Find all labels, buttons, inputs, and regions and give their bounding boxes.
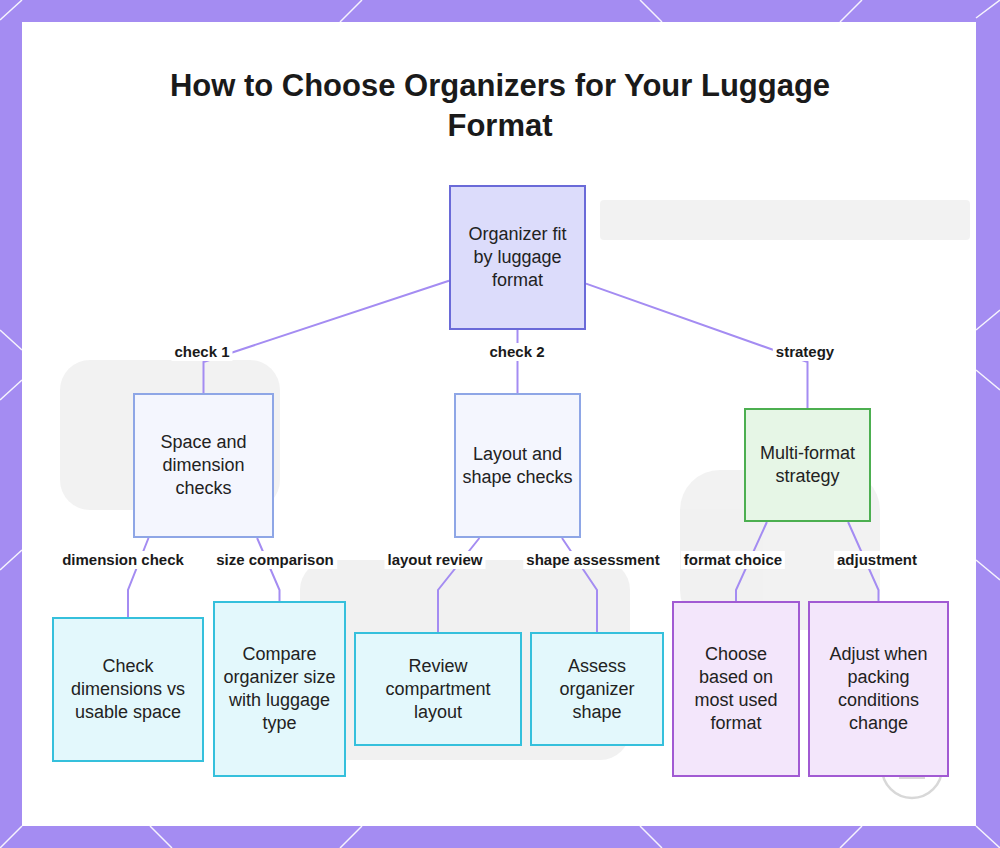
edge-label: layout review [384,551,485,569]
box-content: Adjust when packing conditions change [816,643,941,735]
box-text: Multi-format strategy [752,442,863,488]
box-text: Organizer fit by luggage format [457,223,578,292]
step-box: Assess organizer shape [530,632,664,746]
connector-line [128,538,149,617]
diagram-title: How to Choose Organizers for Your Luggag… [150,66,850,146]
edge-label: adjustment [834,551,920,569]
edge-label: check 2 [486,343,547,361]
box-text: Layout and shape checks [462,443,573,489]
box-content: Assess organizer shape [538,655,656,724]
edge-label: size comparison [213,551,337,569]
box-text: Check dimensions vs usable space [60,655,196,724]
strategy-step-box: Choose based on most used format [672,601,800,777]
box-content: Layout and shape checks [462,443,573,489]
box-content: Compare organizer size with luggage type [221,643,338,735]
box-text: Adjust when packing conditions change [816,643,941,735]
edge-label: check 1 [171,343,232,361]
step-box: Compare organizer size with luggage type [213,601,346,777]
connector-line [204,281,450,393]
edge-label: dimension check [59,551,187,569]
connector-line [257,538,279,601]
box-content: Multi-format strategy [752,442,863,488]
box-text: Assess organizer shape [538,655,656,724]
edge-label: shape assessment [523,551,662,569]
box-content: Review compartment layout [362,655,514,724]
root-box: Organizer fit by luggage format [449,185,586,330]
box-content: Space and dimension checks [141,431,266,500]
edge-label: format choice [681,551,785,569]
strategy-box: Multi-format strategy [744,408,871,522]
box-text: Compare organizer size with luggage type [221,643,338,735]
box-content: Choose based on most used format [680,643,792,735]
box-content: Check dimensions vs usable space [60,655,196,724]
connector-line [517,330,519,393]
box-text: Space and dimension checks [141,431,266,500]
category-box: Space and dimension checks [133,393,274,538]
edge-label: strategy [773,343,837,361]
box-text: Choose based on most used format [680,643,792,735]
box-text: Review compartment layout [362,655,514,724]
strategy-step-box: Adjust when packing conditions change [808,601,949,777]
category-box: Layout and shape checks [454,393,581,538]
box-content: Organizer fit by luggage format [457,223,578,292]
step-box: Check dimensions vs usable space [52,617,204,762]
step-box: Review compartment layout [354,632,522,746]
